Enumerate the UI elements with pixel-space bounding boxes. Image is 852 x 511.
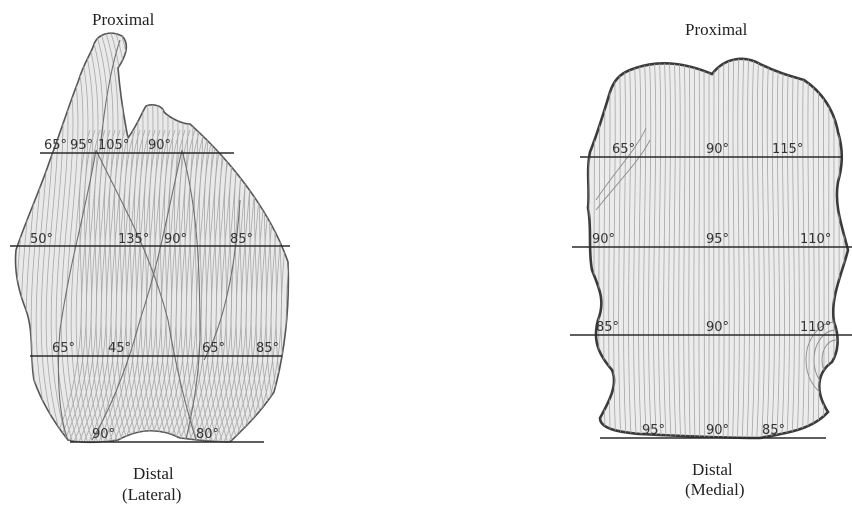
lateral-angle: 65° [52, 341, 75, 356]
lateral-angle: 90° [92, 427, 115, 442]
lateral-angle: 90° [164, 232, 187, 247]
lateral-angle: 105° [98, 138, 129, 153]
medial-angle: 65° [612, 142, 635, 157]
medial-muscle-shape [584, 50, 852, 450]
lateral-angle: 80° [196, 427, 219, 442]
lateral-angle: 45° [108, 341, 131, 356]
lateral-angle: 85° [230, 232, 253, 247]
medial-angle: 90° [706, 142, 729, 157]
medial-angle: 90° [592, 232, 615, 247]
medial-angle: 85° [762, 423, 785, 438]
medial-angle: 115° [772, 142, 803, 157]
lateral-angle: 95° [70, 138, 93, 153]
medial-angle: 95° [642, 423, 665, 438]
medial-angle: 95° [706, 232, 729, 247]
medial-angle: 85° [596, 320, 619, 335]
medial-angle: 110° [800, 232, 831, 247]
lateral-angle: 65° [202, 341, 225, 356]
lateral-angle: 50° [30, 232, 53, 247]
lateral-angle: 135° [118, 232, 149, 247]
lateral-angle: 85° [256, 341, 279, 356]
lateral-angle: 65° [44, 138, 67, 153]
medial-angle: 90° [706, 320, 729, 335]
medial-angle: 110° [800, 320, 831, 335]
lateral-angle: 90° [148, 138, 171, 153]
medial-angle: 90° [706, 423, 729, 438]
